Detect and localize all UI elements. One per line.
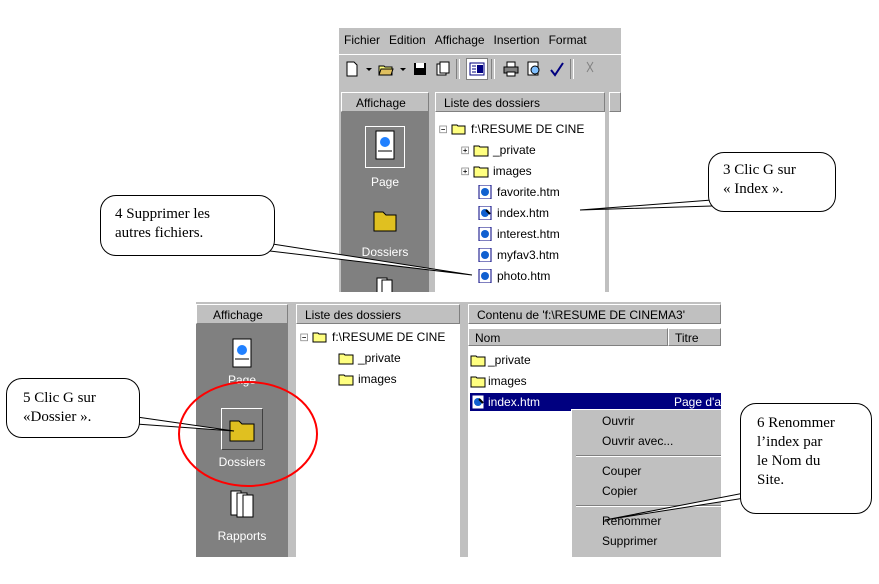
reports-view-icon	[376, 277, 393, 292]
home-page-icon	[478, 206, 492, 220]
page-view-icon	[232, 338, 252, 368]
menu-fichier[interactable]: Fichier	[344, 33, 381, 47]
preview-icon[interactable]	[524, 59, 544, 79]
folder-icon	[470, 376, 486, 388]
menu-insertion[interactable]: Insertion	[493, 33, 540, 47]
folders-view-icon	[221, 408, 263, 450]
contents-pane-stub	[609, 112, 621, 292]
menu-edition[interactable]: Edition	[389, 33, 426, 47]
toolbar-separator	[456, 59, 460, 79]
tree-item[interactable]: interest.htm	[477, 225, 560, 243]
toolbar-separator	[570, 59, 574, 79]
collapse-icon[interactable]	[439, 122, 451, 136]
view-reports[interactable]: Rapports	[211, 488, 273, 543]
open-folder-icon[interactable]	[376, 59, 396, 79]
folder-icon	[338, 353, 354, 365]
view-folders[interactable]: Dossiers	[355, 202, 415, 259]
open-folder-icon	[312, 332, 327, 343]
contents-header: Contenu de 'f:\RESUME DE CINEMA3'	[468, 304, 721, 324]
menu-item-couper[interactable]: Couper	[602, 464, 642, 478]
menu-separator	[576, 455, 721, 457]
collapse-icon[interactable]	[300, 330, 312, 344]
menu-affichage[interactable]: Affichage	[434, 33, 485, 47]
file-row[interactable]: _private	[470, 351, 531, 369]
views-header: Affichage	[196, 304, 288, 324]
menu-separator	[576, 505, 721, 507]
dropdown-arrow-icon[interactable]	[365, 59, 373, 79]
menu-item-renommer[interactable]: Renommer	[602, 514, 662, 528]
reports-view-icon	[230, 490, 254, 518]
open-folder-icon	[451, 124, 466, 135]
tree-item[interactable]: photo.htm	[477, 267, 550, 285]
tree-item[interactable]: _private	[461, 141, 536, 159]
context-menu: Ouvrir Ouvrir avec... Couper Copier Reno…	[571, 409, 721, 557]
tree-item[interactable]: images	[461, 162, 532, 180]
tree-item[interactable]: favorite.htm	[477, 183, 560, 201]
folder-icon	[470, 355, 486, 367]
menu-item-ouvrir[interactable]: Ouvrir	[602, 414, 635, 428]
folders-header: Liste des dossiers	[435, 92, 605, 112]
file-row[interactable]: images	[470, 372, 527, 390]
file-row-selected[interactable]: index.htm Page d'a	[470, 393, 721, 411]
folder-icon	[473, 145, 489, 157]
file-title: Page d'a	[674, 395, 721, 409]
expand-icon[interactable]	[461, 164, 473, 178]
tree-item[interactable]: index.htm	[477, 204, 549, 222]
folders-view-icon	[373, 211, 397, 232]
column-header-titre[interactable]: Titre	[668, 328, 721, 346]
pane-header-stub	[609, 92, 621, 112]
folder-icon	[473, 166, 489, 178]
tree-root[interactable]: f:\RESUME DE CINE	[439, 120, 584, 138]
menu-item-supprimer[interactable]: Supprimer	[602, 534, 658, 548]
page-view-icon	[365, 126, 405, 168]
menu-format[interactable]: Format	[548, 33, 587, 47]
print-icon[interactable]	[501, 59, 521, 79]
html-page-icon	[478, 185, 492, 199]
folders-header: Liste des dossiers	[296, 304, 460, 324]
publish-icon[interactable]	[433, 59, 453, 79]
html-page-icon	[478, 227, 492, 241]
cut-icon[interactable]	[580, 59, 600, 79]
view-page[interactable]: Page	[211, 336, 273, 387]
tree-item[interactable]: _private	[338, 349, 401, 367]
html-page-icon	[478, 248, 492, 262]
spellcheck-icon[interactable]	[547, 59, 567, 79]
view-reports-partial[interactable]	[355, 274, 415, 292]
bottom-window: Affichage Page Dossiers Rapports Liste d…	[196, 302, 721, 557]
expand-icon[interactable]	[461, 143, 473, 157]
toolbar	[339, 54, 621, 83]
tree-item[interactable]: images	[338, 370, 397, 388]
folder-tree-bottom: f:\RESUME DE CINE _private images	[296, 324, 460, 557]
folder-icon	[338, 374, 354, 386]
view-folders[interactable]: Dossiers	[211, 408, 273, 469]
dropdown-arrow-icon[interactable]	[399, 59, 407, 79]
tree-root[interactable]: f:\RESUME DE CINE	[300, 328, 445, 346]
top-window: Fichier Edition Affichage Insertion Form…	[339, 28, 621, 292]
callout-step5: 5 Clic G sur«Dossier ».	[6, 378, 140, 438]
callout-step3: 3 Clic G sur« Index ».	[708, 152, 836, 212]
views-header: Affichage	[341, 92, 429, 112]
new-page-icon[interactable]	[342, 59, 362, 79]
folder-tree-top: f:\RESUME DE CINE _private images favori…	[435, 112, 605, 292]
html-page-icon	[478, 269, 492, 283]
menu-bar: Fichier Edition Affichage Insertion Form…	[339, 28, 621, 52]
view-page[interactable]: Page	[355, 126, 415, 189]
column-header-nom[interactable]: Nom	[468, 328, 668, 346]
folder-list-icon[interactable]	[466, 58, 488, 80]
tree-item[interactable]: myfav3.htm	[477, 246, 559, 264]
save-icon[interactable]	[410, 59, 430, 79]
toolbar-separator	[491, 59, 495, 79]
home-page-icon	[471, 395, 485, 409]
menu-item-ouvrir-avec[interactable]: Ouvrir avec...	[602, 434, 674, 448]
menu-item-copier[interactable]: Copier	[602, 484, 638, 498]
